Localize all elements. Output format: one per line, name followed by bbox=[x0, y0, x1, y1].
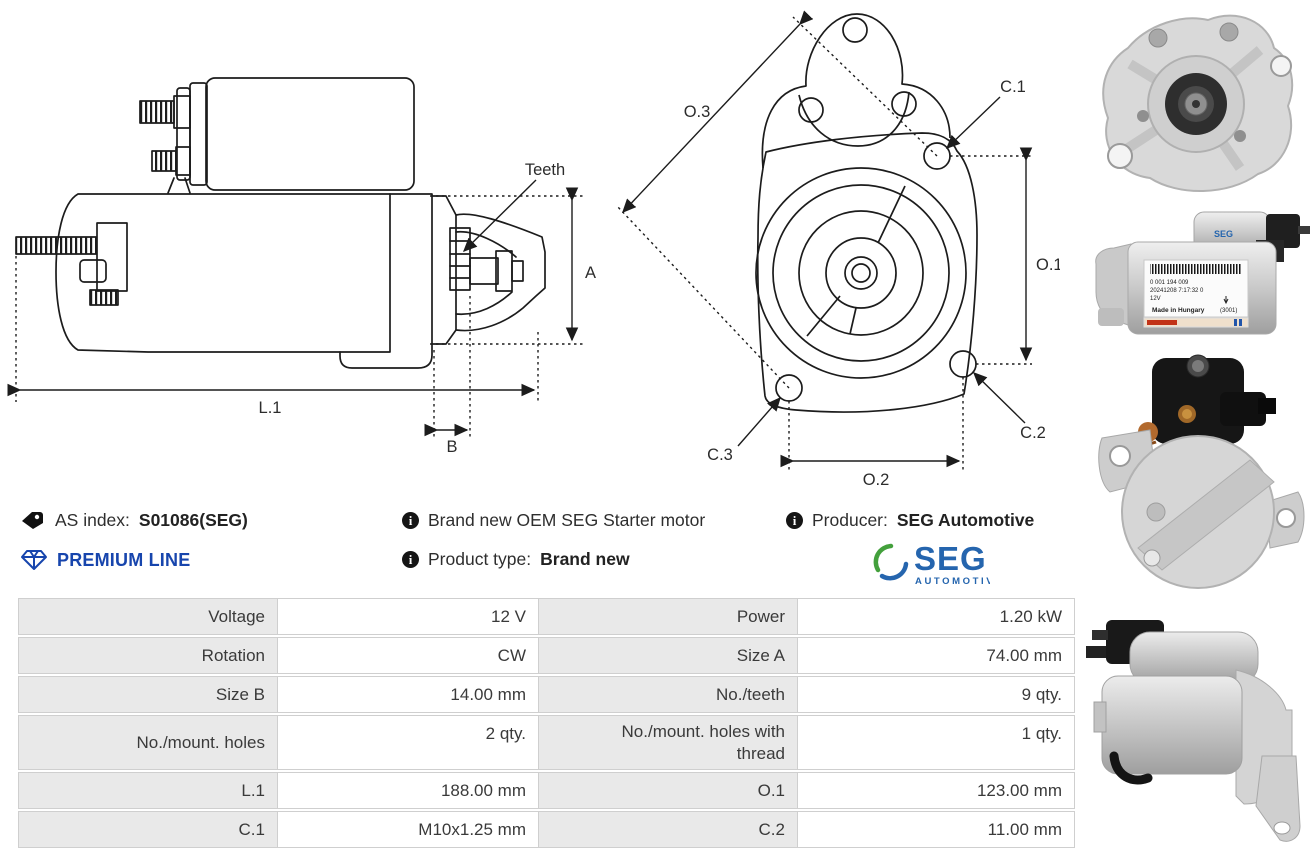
dim-label-c2: C.2 bbox=[1020, 424, 1046, 442]
product-photo-rear[interactable] bbox=[1090, 352, 1310, 600]
as-index-value: S01086(SEG) bbox=[138, 510, 248, 530]
table-row: No./mount. holes 2 qty. No./mount. holes… bbox=[18, 715, 1078, 770]
plate-line2: 20241208 7:17:32 0 bbox=[1150, 288, 1204, 294]
info-icon bbox=[786, 512, 803, 529]
premium-line-label: PREMIUM LINE bbox=[57, 549, 191, 570]
product-type-label: Product type: bbox=[428, 549, 532, 569]
product-type-line: Product type: Brand new bbox=[402, 549, 630, 570]
spec-value: 74.00 mm bbox=[797, 637, 1075, 674]
spec-label: Power bbox=[538, 598, 798, 635]
dim-label-l1: L.1 bbox=[259, 399, 282, 417]
description-text: Brand new OEM SEG Starter motor bbox=[428, 510, 706, 530]
product-photo-side[interactable] bbox=[1086, 606, 1312, 858]
spec-label: L.1 bbox=[18, 772, 278, 809]
technical-drawing-front-view: O.3 C.1 O.1 C.2 C.3 O.2 bbox=[616, 10, 1060, 489]
table-row: Voltage 12 V Power 1.20 kW bbox=[18, 598, 1078, 635]
spec-value: 1 qty. bbox=[797, 715, 1075, 770]
seg-logo-text: SEG bbox=[914, 540, 987, 577]
spec-table: Voltage 12 V Power 1.20 kW Rotation CW S… bbox=[18, 598, 1078, 850]
spec-label: C.1 bbox=[18, 811, 278, 848]
as-index-label: AS index: bbox=[55, 510, 130, 530]
spec-label: O.1 bbox=[538, 772, 798, 809]
table-row: L.1 188.00 mm O.1 123.00 mm bbox=[18, 772, 1078, 809]
table-row: C.1 M10x1.25 mm C.2 11.00 mm bbox=[18, 811, 1078, 848]
product-photo-front[interactable] bbox=[1088, 6, 1310, 202]
dim-label-o3: O.3 bbox=[684, 103, 711, 121]
producer-line: Producer: SEG Automotive bbox=[786, 510, 1034, 531]
info-icon bbox=[402, 551, 419, 568]
spec-label: No./teeth bbox=[538, 676, 798, 713]
spec-label: No./mount. holes with thread bbox=[538, 715, 798, 770]
spec-label: Rotation bbox=[18, 637, 278, 674]
description-line: Brand new OEM SEG Starter motor bbox=[402, 510, 705, 531]
spec-label: No./mount. holes bbox=[18, 715, 278, 770]
table-row: Size B 14.00 mm No./teeth 9 qty. bbox=[18, 676, 1078, 713]
spec-label: Size B bbox=[18, 676, 278, 713]
as-index-line: AS index: S01086(SEG) bbox=[20, 510, 248, 531]
spec-value: 188.00 mm bbox=[277, 772, 539, 809]
plate-line3: 12V bbox=[1150, 296, 1161, 302]
table-row: Rotation CW Size A 74.00 mm bbox=[18, 637, 1078, 674]
info-icon bbox=[402, 512, 419, 529]
diamond-icon bbox=[21, 550, 47, 570]
spec-value: M10x1.25 mm bbox=[277, 811, 539, 848]
plate-line4: Made in Hungary bbox=[1152, 307, 1205, 314]
photo-solenoid-brand: SEG bbox=[1214, 229, 1233, 239]
spec-value: CW bbox=[277, 637, 539, 674]
spec-value: 123.00 mm bbox=[797, 772, 1075, 809]
spec-label: C.2 bbox=[538, 811, 798, 848]
dim-label-teeth: Teeth bbox=[525, 161, 565, 179]
spec-value: 1.20 kW bbox=[797, 598, 1075, 635]
spec-value: 14.00 mm bbox=[277, 676, 539, 713]
dim-label-c1: C.1 bbox=[1000, 78, 1026, 96]
dim-label-a: A bbox=[585, 264, 596, 282]
spec-label: Voltage bbox=[18, 598, 278, 635]
producer-value: SEG Automotive bbox=[896, 510, 1035, 530]
product-photo-side-label[interactable]: SEG 0 001 194 009 20241208 7:17:32 0 12V… bbox=[1086, 204, 1314, 348]
dim-label-o2: O.2 bbox=[863, 471, 890, 489]
spec-label: Size A bbox=[538, 637, 798, 674]
spec-value: 11.00 mm bbox=[797, 811, 1075, 848]
spec-value: 9 qty. bbox=[797, 676, 1075, 713]
tag-icon bbox=[22, 512, 43, 529]
seg-automotive-logo: SEG AUTOMOTIVE bbox=[873, 540, 990, 587]
product-type-value: Brand new bbox=[540, 549, 630, 569]
seg-logo-subtext: AUTOMOTIVE bbox=[915, 576, 990, 587]
dim-label-o1: O.1 bbox=[1036, 256, 1060, 274]
dim-label-c3: C.3 bbox=[707, 446, 733, 464]
technical-drawing-side-view: Teeth A L.1 B bbox=[7, 77, 596, 456]
premium-line: PREMIUM LINE bbox=[20, 549, 190, 571]
producer-label: Producer: bbox=[812, 510, 888, 530]
spec-value: 2 qty. bbox=[277, 715, 539, 770]
plate-line5: (3001) bbox=[1220, 308, 1237, 314]
spec-value: 12 V bbox=[277, 598, 539, 635]
plate-line1: 0 001 194 009 bbox=[1150, 280, 1189, 286]
dim-label-b: B bbox=[446, 438, 457, 456]
